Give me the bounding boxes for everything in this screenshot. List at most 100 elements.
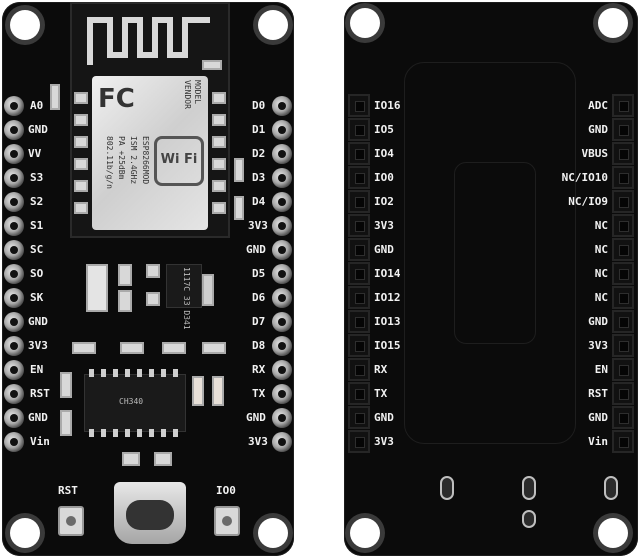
back-left-pin-label: IO15	[374, 339, 401, 352]
pcb-trace	[454, 162, 536, 344]
header-pin[interactable]	[612, 358, 634, 381]
pin[interactable]	[272, 168, 292, 188]
header-pin[interactable]	[612, 262, 634, 285]
header-pin[interactable]	[612, 334, 634, 357]
back-right-pin-label: NC	[594, 291, 608, 304]
front-right-pin-label: RX	[252, 363, 266, 376]
back-right-pin-label: RST	[588, 387, 608, 400]
pin[interactable]	[4, 120, 24, 140]
pin[interactable]	[4, 144, 24, 164]
header-pin[interactable]	[348, 382, 370, 405]
pin[interactable]	[4, 240, 24, 260]
header-pin[interactable]	[612, 310, 634, 333]
led	[202, 60, 222, 70]
fc-mark: FC	[98, 84, 135, 114]
pin[interactable]	[4, 336, 24, 356]
back-left-pin-label: IO16	[374, 99, 401, 112]
pin[interactable]	[4, 264, 24, 284]
module-pad	[212, 136, 226, 148]
header-pin[interactable]	[348, 262, 370, 285]
pin[interactable]	[272, 384, 292, 404]
module-text-standard: 802.11b/g/n	[105, 136, 114, 189]
resistor	[72, 342, 96, 354]
pin[interactable]	[4, 288, 24, 308]
header-pin[interactable]	[612, 286, 634, 309]
front-right-pin-label: D7	[252, 315, 266, 328]
back-right-pin-label: NC	[594, 267, 608, 280]
header-pin[interactable]	[348, 214, 370, 237]
back-left-pin-label: IO0	[374, 171, 394, 184]
header-pin[interactable]	[612, 430, 634, 453]
back-right-pin-label: NC/IO10	[561, 171, 608, 184]
back-right-pin-label: Vin	[588, 435, 608, 448]
rst-button[interactable]	[58, 506, 84, 536]
header-pin[interactable]	[612, 190, 634, 213]
header-pin[interactable]	[612, 94, 634, 117]
back-right-pin-label: NC	[594, 219, 608, 232]
pin[interactable]	[4, 432, 24, 452]
header-pin[interactable]	[348, 166, 370, 189]
pin[interactable]	[272, 240, 292, 260]
module-pad	[212, 114, 226, 126]
pin[interactable]	[4, 408, 24, 428]
front-right-pin-label: 3V3	[248, 435, 268, 448]
io0-button[interactable]	[214, 506, 240, 536]
pin[interactable]	[272, 216, 292, 236]
header-pin[interactable]	[612, 166, 634, 189]
front-right-pin-label: D2	[252, 147, 266, 160]
header-pin[interactable]	[348, 190, 370, 213]
header-pin[interactable]	[612, 238, 634, 261]
header-pin[interactable]	[348, 118, 370, 141]
header-pin[interactable]	[348, 238, 370, 261]
resistor	[146, 292, 160, 306]
header-pin[interactable]	[348, 310, 370, 333]
header-pin[interactable]	[348, 430, 370, 453]
pin[interactable]	[4, 168, 24, 188]
back-right-pin-label: NC	[594, 243, 608, 256]
pin[interactable]	[272, 336, 292, 356]
pin[interactable]	[272, 408, 292, 428]
pin[interactable]	[4, 312, 24, 332]
mount-hole-top-right	[258, 10, 288, 40]
usb-solder-pad	[440, 476, 454, 500]
module-text-ism: ISM 2.4GHz	[129, 136, 138, 185]
pin[interactable]	[272, 192, 292, 212]
front-left-pin-label: S1	[30, 219, 44, 232]
header-pin[interactable]	[348, 142, 370, 165]
pin[interactable]	[272, 264, 292, 284]
pin[interactable]	[4, 192, 24, 212]
resistor	[118, 264, 132, 286]
module-pad	[74, 158, 88, 170]
header-pin[interactable]	[348, 358, 370, 381]
module-pad	[212, 202, 226, 214]
pin[interactable]	[272, 432, 292, 452]
resistor	[202, 342, 226, 354]
resistor	[120, 342, 144, 354]
header-pin[interactable]	[348, 94, 370, 117]
usb-c-port[interactable]	[114, 482, 186, 544]
header-pin[interactable]	[612, 118, 634, 141]
pin[interactable]	[272, 288, 292, 308]
pin[interactable]	[4, 360, 24, 380]
pin[interactable]	[4, 216, 24, 236]
front-right-pin-label: D0	[252, 99, 266, 112]
header-pin[interactable]	[612, 406, 634, 429]
pin[interactable]	[4, 96, 24, 116]
header-pin[interactable]	[348, 286, 370, 309]
front-left-pin-label: SC	[30, 243, 44, 256]
pin[interactable]	[272, 96, 292, 116]
pin[interactable]	[272, 144, 292, 164]
back-left-pin-label: IO4	[374, 147, 394, 160]
mount-hole-top-left	[350, 8, 380, 38]
front-left-pin-label: SO	[30, 267, 44, 280]
pin[interactable]	[4, 384, 24, 404]
pin[interactable]	[272, 120, 292, 140]
header-pin[interactable]	[612, 142, 634, 165]
header-pin[interactable]	[612, 214, 634, 237]
back-left-pin-label: IO13	[374, 315, 401, 328]
header-pin[interactable]	[348, 334, 370, 357]
pin[interactable]	[272, 312, 292, 332]
pin[interactable]	[272, 360, 292, 380]
header-pin[interactable]	[612, 382, 634, 405]
header-pin[interactable]	[348, 406, 370, 429]
